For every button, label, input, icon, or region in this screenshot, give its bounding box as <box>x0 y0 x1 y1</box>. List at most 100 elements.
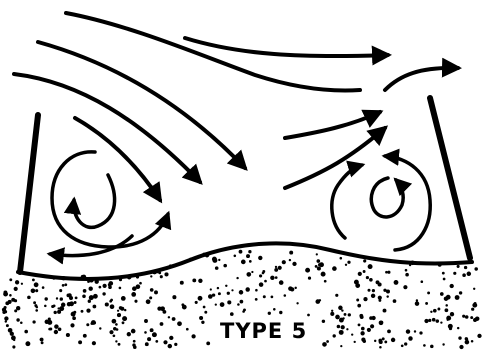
ground-dot <box>307 314 310 317</box>
ground-dot <box>201 321 204 324</box>
ground-dot <box>473 288 475 290</box>
ground-dot <box>332 266 337 271</box>
ground-dot <box>230 312 234 316</box>
ground-dot <box>144 331 147 334</box>
ground-dot <box>462 273 466 277</box>
ground-dot <box>60 297 63 300</box>
left-eddy-outer <box>52 152 168 247</box>
ground-dot <box>160 306 165 311</box>
ground-dot <box>225 285 227 287</box>
ground-dot <box>379 320 384 325</box>
ground-dot <box>81 310 84 313</box>
ground-dot <box>36 306 39 309</box>
ground-dot <box>401 344 404 347</box>
ground-dot <box>82 295 86 299</box>
ground-dot <box>440 321 442 323</box>
ground-dot <box>341 325 345 329</box>
ground-dot <box>163 340 167 344</box>
ground-dot <box>154 290 158 294</box>
ground-dot <box>6 324 9 327</box>
ground-dot <box>237 303 240 306</box>
ground-dot <box>471 340 474 343</box>
ground-dot <box>408 336 412 340</box>
ground-dot <box>70 323 74 327</box>
ground-dot <box>271 296 274 299</box>
ground-dot <box>279 311 282 314</box>
ground-dot <box>405 269 408 272</box>
ground-dot <box>284 294 287 297</box>
ground-dot <box>4 316 8 320</box>
ground-dot <box>181 303 184 306</box>
ground-dot <box>379 340 383 344</box>
ground-dot <box>83 334 87 338</box>
ground-dot <box>122 321 125 324</box>
ground-dot <box>180 281 184 285</box>
ground-dot <box>64 283 67 286</box>
ground-dot <box>448 324 453 329</box>
ground-dot <box>210 288 212 290</box>
ground-dot <box>363 259 366 262</box>
ground-dot <box>273 308 276 311</box>
ground-dot <box>361 327 365 331</box>
ground-dot <box>127 332 131 336</box>
ground-dot <box>45 320 50 325</box>
ground-dot <box>220 302 225 307</box>
ground-dot <box>458 336 461 339</box>
ground-dot <box>453 272 456 275</box>
ground-dot <box>379 346 382 349</box>
ground-dot <box>259 274 262 277</box>
ground-dot <box>147 337 151 341</box>
ground-dot <box>217 287 219 289</box>
ground-dot <box>372 289 375 292</box>
ground-dot <box>59 289 62 292</box>
ground-dot <box>73 311 76 314</box>
ground-dot <box>321 272 326 277</box>
ground-dot <box>144 319 148 323</box>
ground-dot <box>367 328 371 332</box>
ground-dot <box>88 300 91 303</box>
ground-dot <box>472 303 477 308</box>
ground-dot <box>316 253 318 255</box>
ground-dot <box>24 330 28 334</box>
ground-dot <box>288 286 293 291</box>
ground-dot <box>57 307 59 309</box>
ground-dot <box>455 295 460 300</box>
ground-dot <box>457 265 460 268</box>
diagram-caption: TYPE 5 <box>220 319 307 343</box>
ground-dot <box>93 305 97 309</box>
ground-dot <box>9 278 12 281</box>
ground-dot <box>204 311 207 314</box>
ground-dot <box>86 308 90 312</box>
ground-dot <box>477 334 481 338</box>
ground-dot <box>465 315 469 319</box>
ground-dot <box>363 297 367 301</box>
ground-dot <box>115 323 118 326</box>
ground-dot <box>360 331 364 335</box>
ground-dot <box>470 316 473 319</box>
ground-dot <box>247 255 250 258</box>
ground-dot <box>255 298 258 301</box>
ground-dot <box>371 294 375 298</box>
ground-dot <box>279 280 284 285</box>
ground-dot <box>145 342 149 346</box>
ground-dot <box>131 329 136 334</box>
ground-dot <box>270 276 274 280</box>
ground-dot <box>296 302 298 304</box>
right-eddy-outer <box>385 156 430 250</box>
ground-dot <box>369 278 373 282</box>
ground-dot <box>49 328 52 331</box>
ground-dot <box>437 308 440 311</box>
ground-dot <box>457 327 459 329</box>
ground-dot <box>462 315 465 318</box>
left-wall <box>20 115 38 272</box>
ground-dot <box>378 282 382 286</box>
ground-dot <box>251 271 253 273</box>
ground-dot <box>374 340 376 342</box>
ground-dot <box>241 260 246 265</box>
ground-dot <box>67 302 71 306</box>
ground-dot <box>274 268 278 272</box>
right-eddy-mid <box>332 165 362 238</box>
ground-dot <box>57 310 61 314</box>
ground-dot <box>195 301 198 304</box>
ground-dot <box>32 320 35 323</box>
